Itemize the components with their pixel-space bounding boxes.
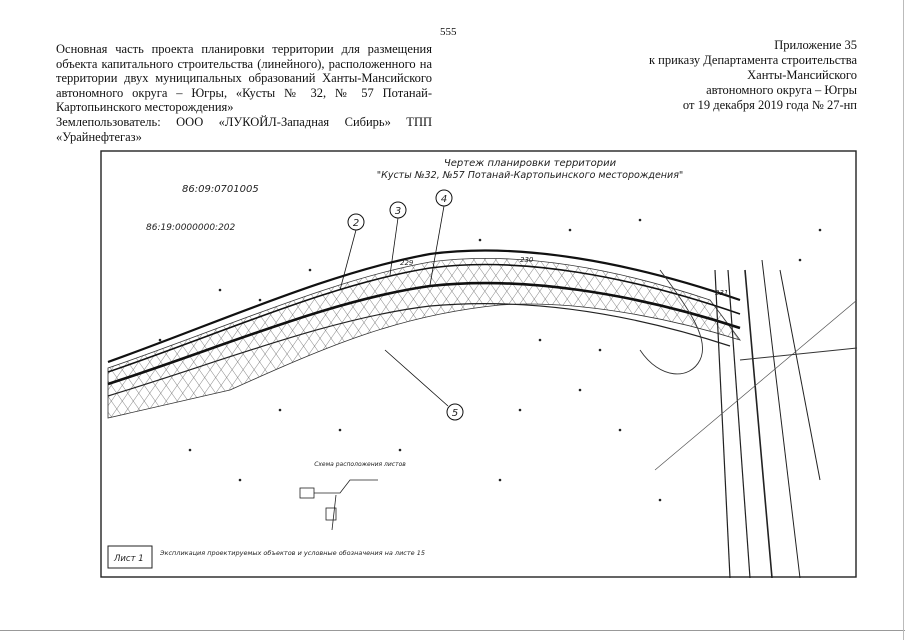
appendix-number: Приложение 35 [774,38,857,52]
vertical-line-d [761,259,801,578]
planning-drawing: Чертеж планировки территории "Кусты №32,… [100,150,857,578]
key-map: Схема расположения листов [299,461,406,531]
cross-hatch [107,258,742,419]
picket-230: 230 [520,256,534,264]
access-loop [639,269,704,375]
callout-3: 3 [389,201,407,276]
scan-edge-bottom [0,630,905,631]
drawing-subtitle: "Кусты №32, №57 Потанай-Картопьинского м… [377,170,684,181]
vertical-line-a [714,269,731,578]
pipeline-line-4 [107,281,741,386]
appendix-region: автономного округа – Югры [706,83,857,97]
appendix-date: от 19 декабря 2019 года № 27-нп [682,98,857,112]
scan-edge-right [903,0,904,640]
project-description: Основная часть проекта планировки террит… [56,42,432,115]
page-number: 555 [440,26,457,38]
callout-5: 5 [384,349,464,421]
svg-text:4: 4 [441,194,447,205]
survey-marks [158,218,822,502]
key-map-label: Схема расположения листов [314,461,406,468]
callout-4: 4 [429,189,453,286]
appendix-order: к приказу Департамента строительства [648,53,857,67]
callout-2: 2 [339,213,365,291]
legend-note: Экспликация проектируемых объектов и усл… [159,549,425,557]
sheet-label: Лист 1 [113,554,144,564]
svg-text:2: 2 [353,218,359,229]
pipeline-line-3 [107,263,741,373]
picket-231: 231 [715,289,728,297]
svg-text:3: 3 [395,206,401,217]
cadastral-number-2: 86:19:0000000:202 [146,223,236,233]
vertical-line-b [727,269,751,578]
document-title-block: Основная часть проекта планировки террит… [56,42,432,144]
vertical-line-e [779,269,821,481]
picket-229: 229 [400,259,414,267]
appendix-district: Ханты-Мансийского [747,68,857,82]
svg-text:5: 5 [452,408,458,419]
appendix-block: Приложение 35 к приказу Департамента стр… [597,38,857,113]
branch-line [739,347,857,361]
drawing-frame [100,150,857,578]
vertical-line-c [744,269,773,578]
drawing-title: Чертеж планировки территории [444,158,617,169]
pipeline-line-5 [107,303,731,397]
land-user: Землепользователь: ООО «ЛУКОЙЛ-Западная … [56,114,432,144]
boundary-line [654,299,857,471]
drawing-canvas: Чертеж планировки территории "Кусты №32,… [100,150,857,578]
cadastral-number-1: 86:09:0701005 [182,184,259,195]
pipeline-line-2 [107,249,741,364]
sheet-label-box [107,545,153,569]
